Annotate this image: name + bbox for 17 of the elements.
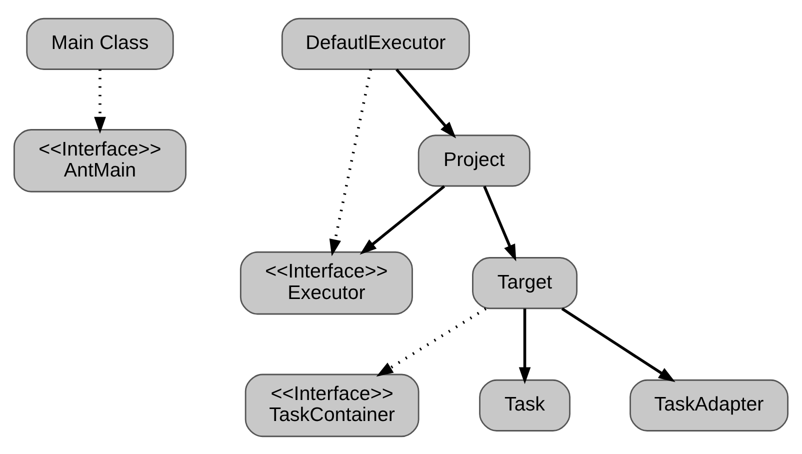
arrow — [396, 68, 456, 138]
arrow — [561, 306, 676, 382]
arrow — [483, 185, 516, 261]
node-box: Task — [479, 378, 570, 431]
arrow — [518, 308, 531, 384]
node-box: <<Interface>> Executor — [240, 250, 413, 314]
node-box: TaskAdapter — [630, 378, 788, 431]
node-box: Project — [418, 134, 530, 186]
arrow — [329, 68, 372, 256]
node-box: Main Class — [26, 17, 174, 70]
node-box: Target — [472, 256, 578, 309]
arrow — [94, 69, 106, 134]
arrow — [360, 184, 446, 254]
node-box: <<Interface>> AntMain — [14, 128, 186, 192]
node-box: <<Interface>> TaskContainer — [244, 373, 420, 437]
node-box: DefautlExecutor — [281, 17, 470, 70]
arrow — [376, 306, 487, 376]
